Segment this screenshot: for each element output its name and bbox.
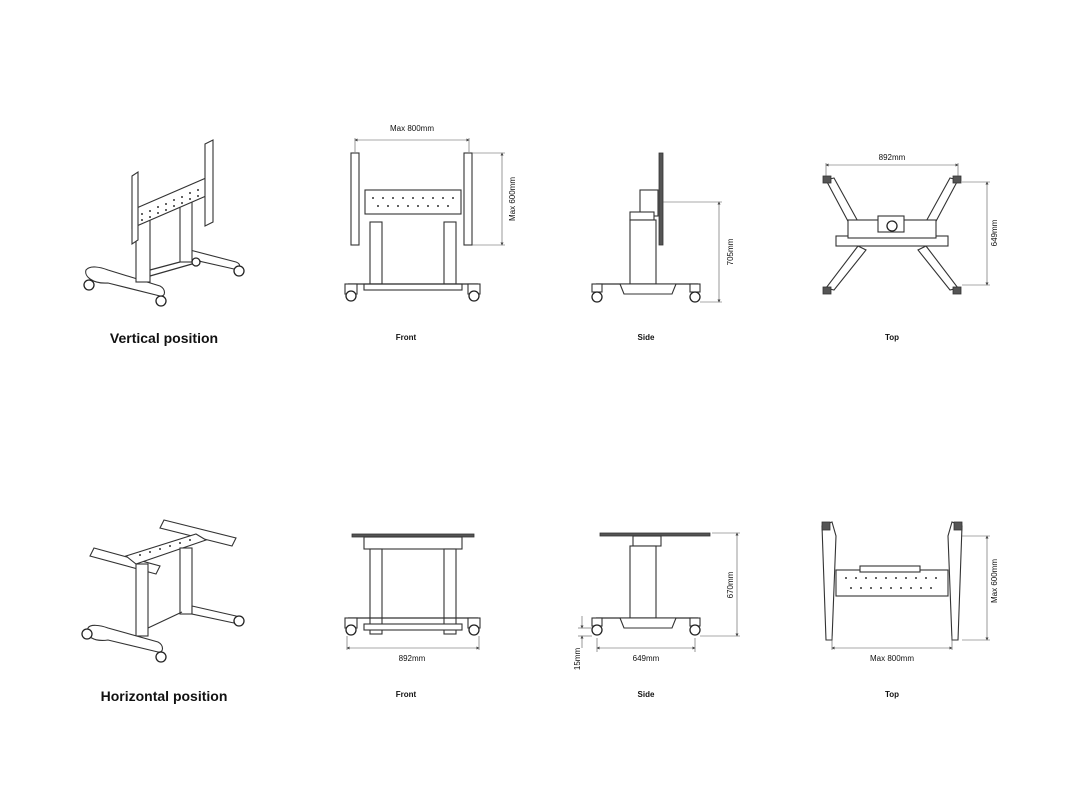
vertical-side-view (591, 152, 722, 303)
horizontal-side-caption: Side (638, 690, 655, 699)
horizontal-side-clearance-label: 15mm (573, 648, 582, 671)
vertical-side-height-label: 705mm (726, 238, 735, 265)
vertical-top-view (822, 163, 990, 295)
horizontal-top-height-label: Max 600mm (990, 559, 999, 603)
horizontal-top-view (821, 521, 990, 650)
horizontal-isometric-illustration (81, 519, 245, 663)
horizontal-position-title: Horizontal position (101, 688, 228, 704)
vertical-top-depth-label: 649mm (990, 219, 999, 246)
vertical-front-caption: Front (396, 333, 417, 342)
horizontal-front-view (344, 533, 481, 650)
horizontal-side-depth-label: 649mm (633, 654, 660, 663)
vertical-side-caption: Side (638, 333, 655, 342)
horizontal-top-width-label: Max 800mm (870, 654, 914, 663)
vertical-top-caption: Top (885, 333, 899, 342)
vertical-top-width-label: 892mm (879, 153, 906, 162)
horizontal-front-width-label: 892mm (399, 654, 426, 663)
vertical-front-height-label: Max 600mm (508, 177, 517, 221)
horizontal-side-height-label: 670mm (726, 571, 735, 598)
vertical-front-view (344, 138, 505, 302)
horizontal-top-caption: Top (885, 690, 899, 699)
vertical-isometric-illustration (83, 139, 245, 307)
horizontal-front-caption: Front (396, 690, 417, 699)
horizontal-side-view (578, 532, 740, 652)
vertical-front-width-label: Max 800mm (390, 124, 434, 133)
vertical-position-title: Vertical position (110, 330, 218, 346)
